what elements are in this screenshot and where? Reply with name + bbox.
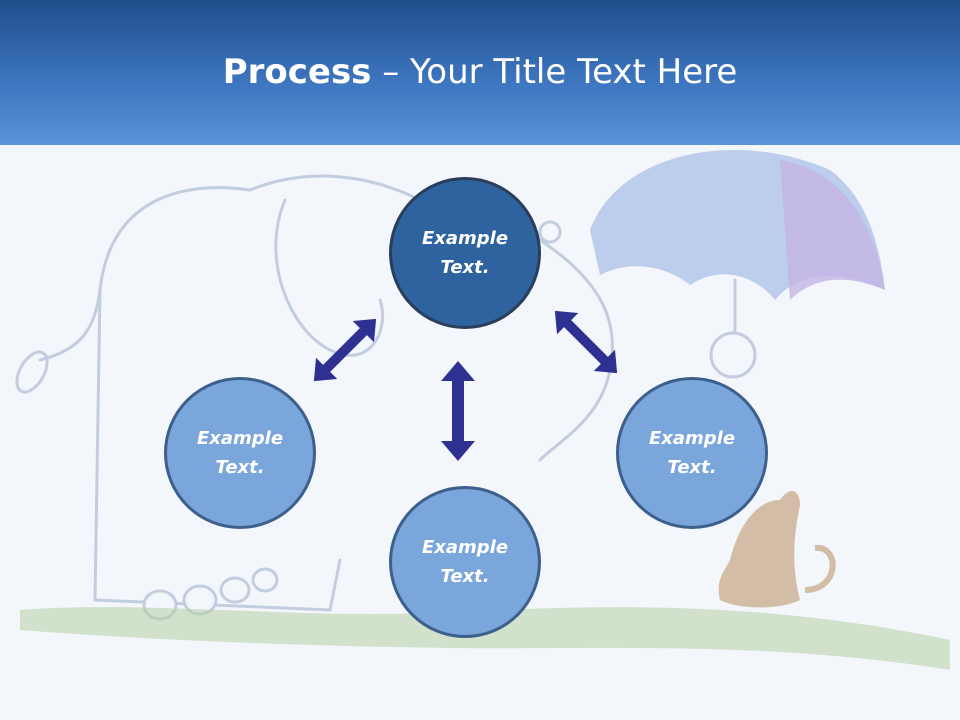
grass	[20, 607, 950, 670]
elephant-ear	[274, 198, 385, 357]
node-text: Example	[421, 228, 509, 249]
node-text: Text.	[440, 257, 490, 278]
toenail	[219, 576, 251, 604]
background-illustration	[15, 150, 950, 670]
dog	[718, 490, 800, 608]
node-text: Example	[648, 428, 736, 449]
node-text: Example	[196, 428, 284, 449]
toenail	[251, 567, 279, 593]
node-text: Text.	[667, 457, 717, 478]
title-rest: – Your Title Text Here	[371, 52, 738, 92]
slide-title[interactable]: Process – Your Title Text Here	[0, 52, 960, 92]
tail-tuft	[15, 350, 49, 394]
node-text: Example	[421, 537, 509, 558]
node-text: Text.	[440, 566, 490, 587]
umbrella-purple	[780, 160, 885, 300]
dog-tail	[804, 544, 836, 593]
title-bold: Process	[222, 52, 372, 92]
node-text: Text.	[215, 457, 265, 478]
title-banner	[0, 0, 960, 145]
elephant-tail	[38, 288, 102, 362]
trunk-hand	[709, 331, 757, 379]
elephant-outline	[98, 174, 422, 292]
elephant-eye	[538, 220, 562, 244]
